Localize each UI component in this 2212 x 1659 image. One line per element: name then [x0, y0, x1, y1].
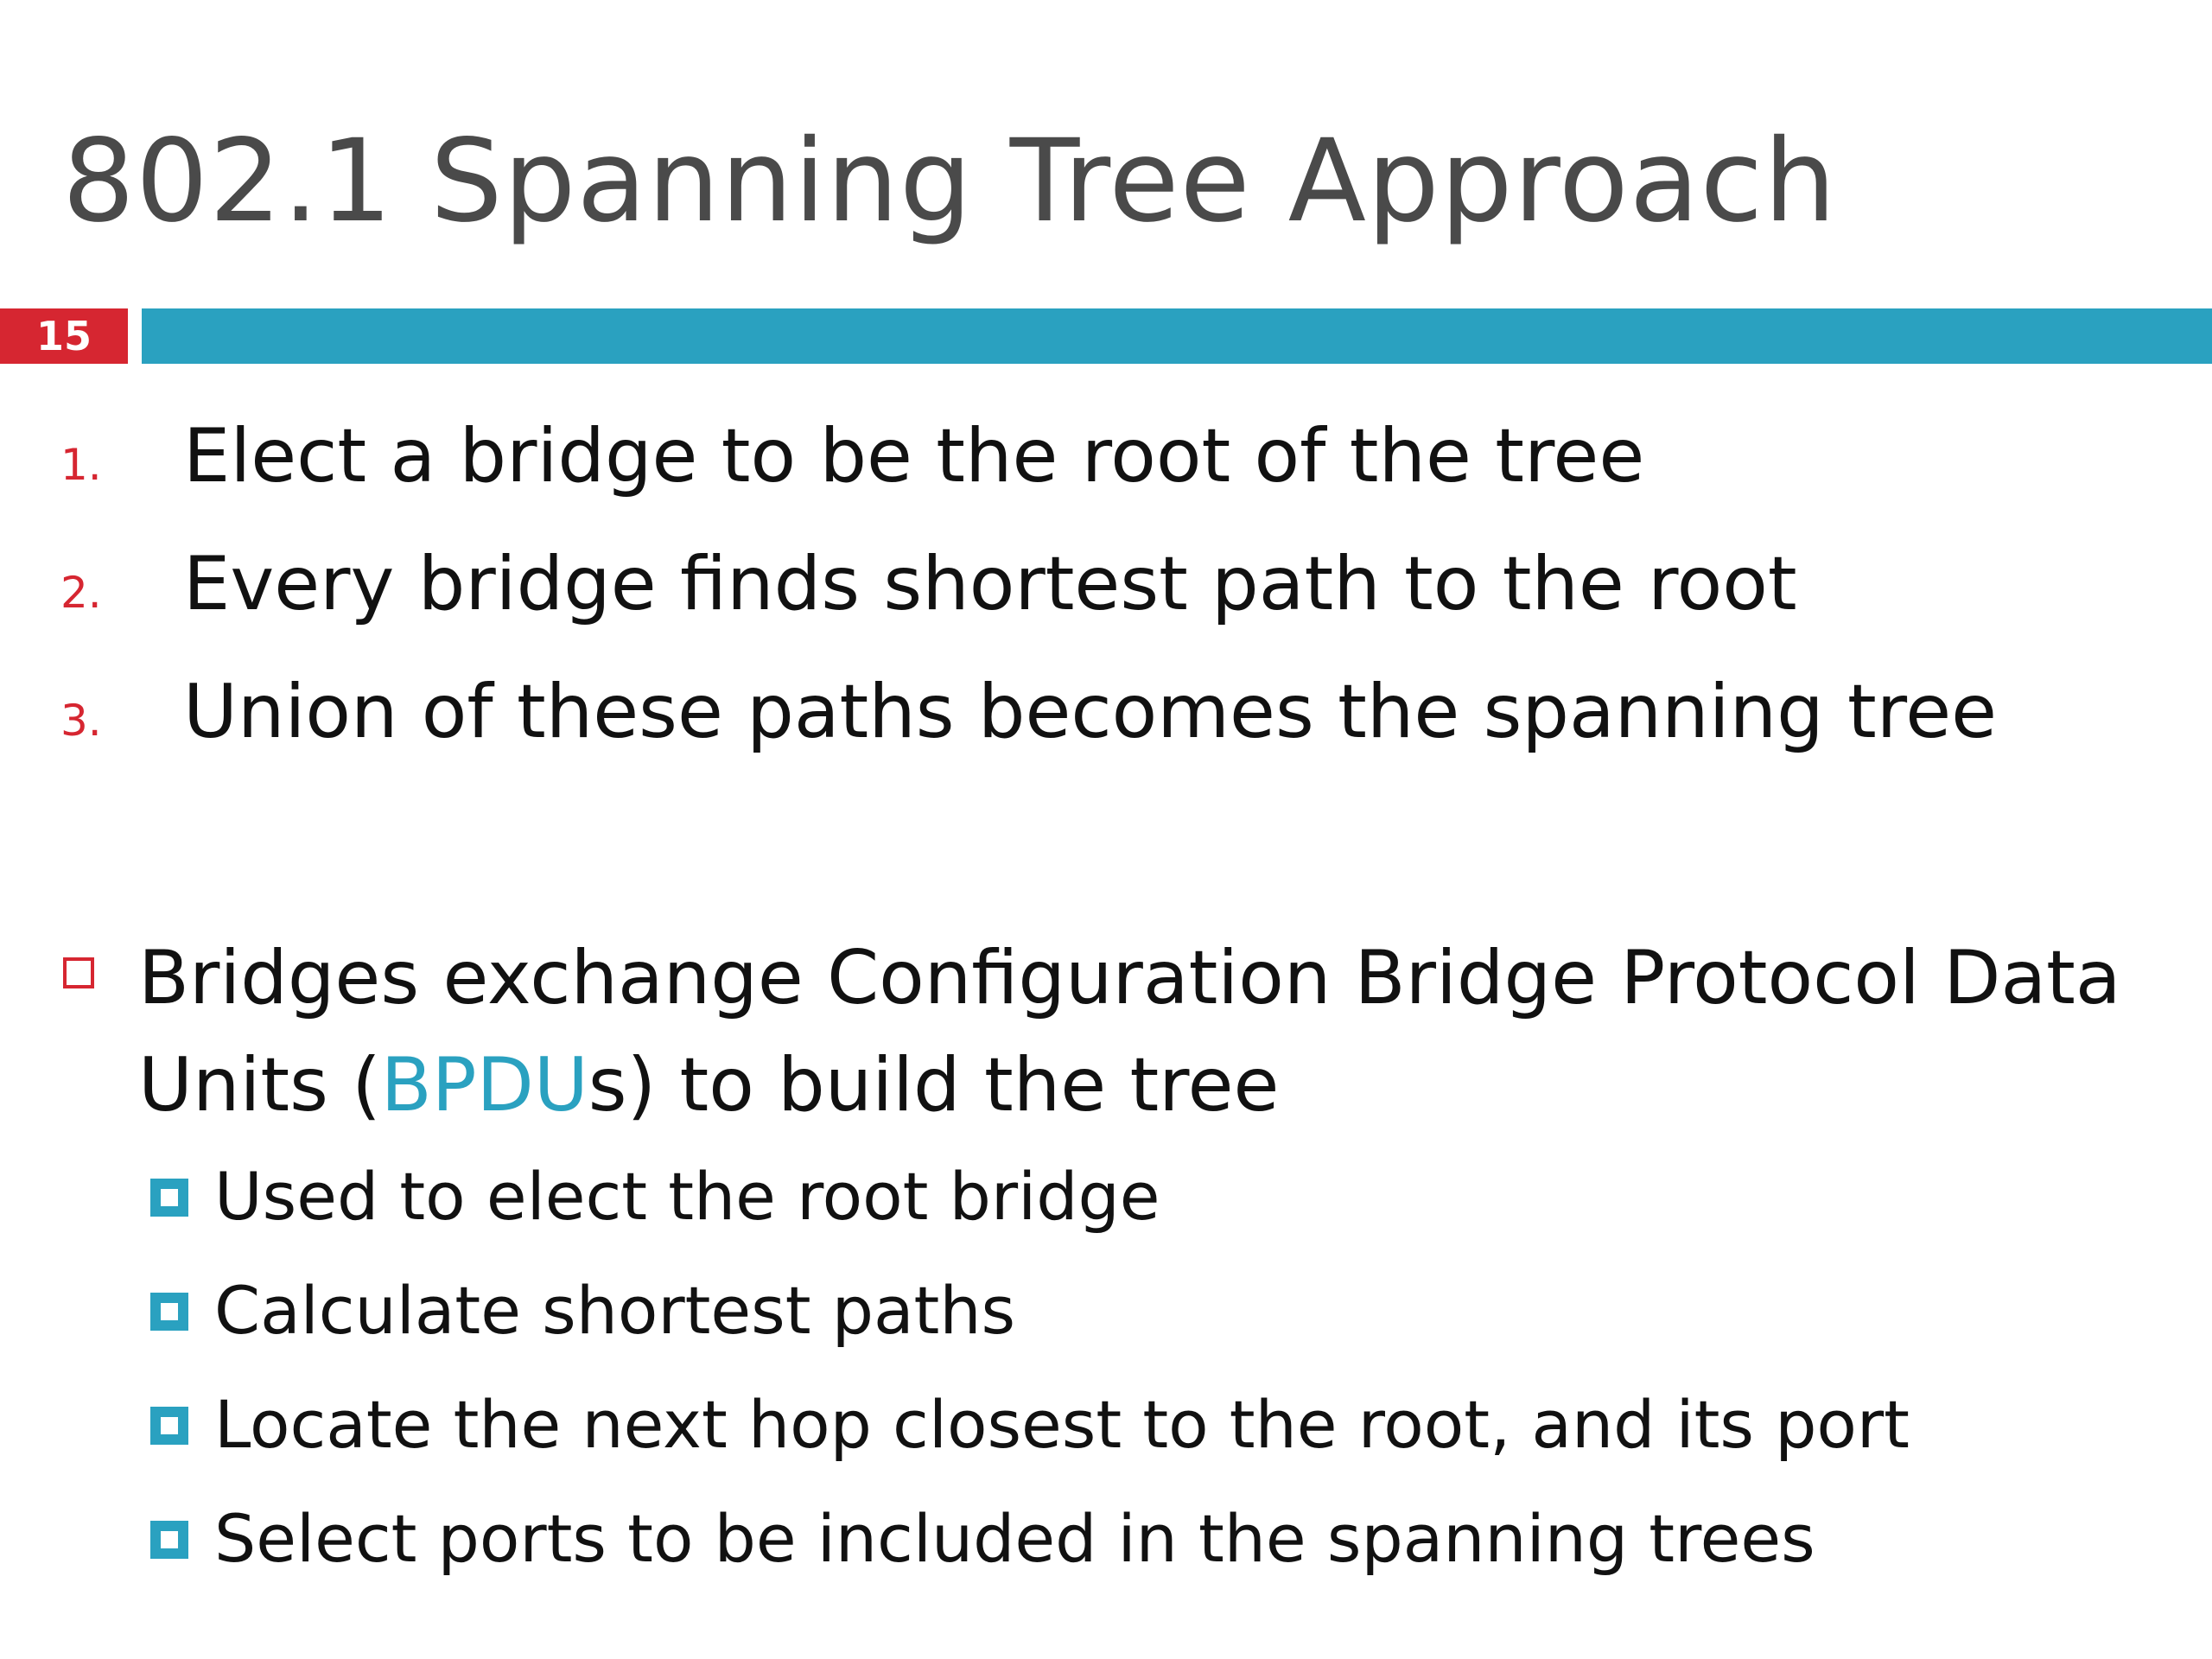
step-number: 2. [60, 568, 102, 618]
square-bullet-icon [150, 1293, 188, 1331]
square-bullet-icon [150, 1179, 188, 1217]
bullet-text-start: Bridges exchange Configuration Bridge Pr… [138, 935, 2121, 1128]
step-number: 1. [60, 440, 102, 490]
sub-bullet-text: Calculate shortest paths [214, 1272, 1016, 1349]
bullet-text-end: s) to build the tree [588, 1042, 1280, 1128]
sub-bullet-item-4: Select ports to be included in the spann… [0, 1491, 2212, 1595]
step-number: 3. [60, 696, 102, 746]
step-text: Elect a bridge to be the root of the tre… [183, 413, 1645, 499]
sub-bullet-item-3: Locate the next hop closest to the root,… [0, 1377, 2212, 1481]
accent-bar [142, 308, 2212, 364]
step-item-2: 2. Every bridge finds shortest path to t… [0, 532, 2212, 645]
slide-title: 802.1 Spanning Tree Approach [62, 115, 1837, 248]
bpdu-highlight: BPDU [380, 1042, 588, 1128]
sub-bullet-item-2: Calculate shortest paths [0, 1263, 2212, 1367]
step-item-3: 3. Union of these paths becomes the span… [0, 660, 2212, 772]
step-item-1: 1. Elect a bridge to be the root of the … [0, 404, 2212, 517]
slide-number: 15 [0, 308, 128, 364]
step-text: Every bridge finds shortest path to the … [183, 541, 1797, 627]
step-text: Union of these paths becomes the spannin… [183, 669, 1998, 755]
square-bullet-icon [150, 1521, 188, 1559]
main-bullet-text: Bridges exchange Configuration Bridge Pr… [138, 925, 2126, 1139]
sub-bullet-item-1: Used to elect the root bridge [0, 1149, 2212, 1253]
header-bar: 15 [0, 308, 2212, 364]
sub-bullet-text: Locate the next hop closest to the root,… [214, 1386, 1910, 1463]
square-bullet-icon [150, 1407, 188, 1445]
sub-bullet-text: Used to elect the root bridge [214, 1158, 1160, 1235]
hollow-square-bullet-icon [63, 957, 94, 988]
sub-bullet-text: Select ports to be included in the spann… [214, 1500, 1815, 1577]
